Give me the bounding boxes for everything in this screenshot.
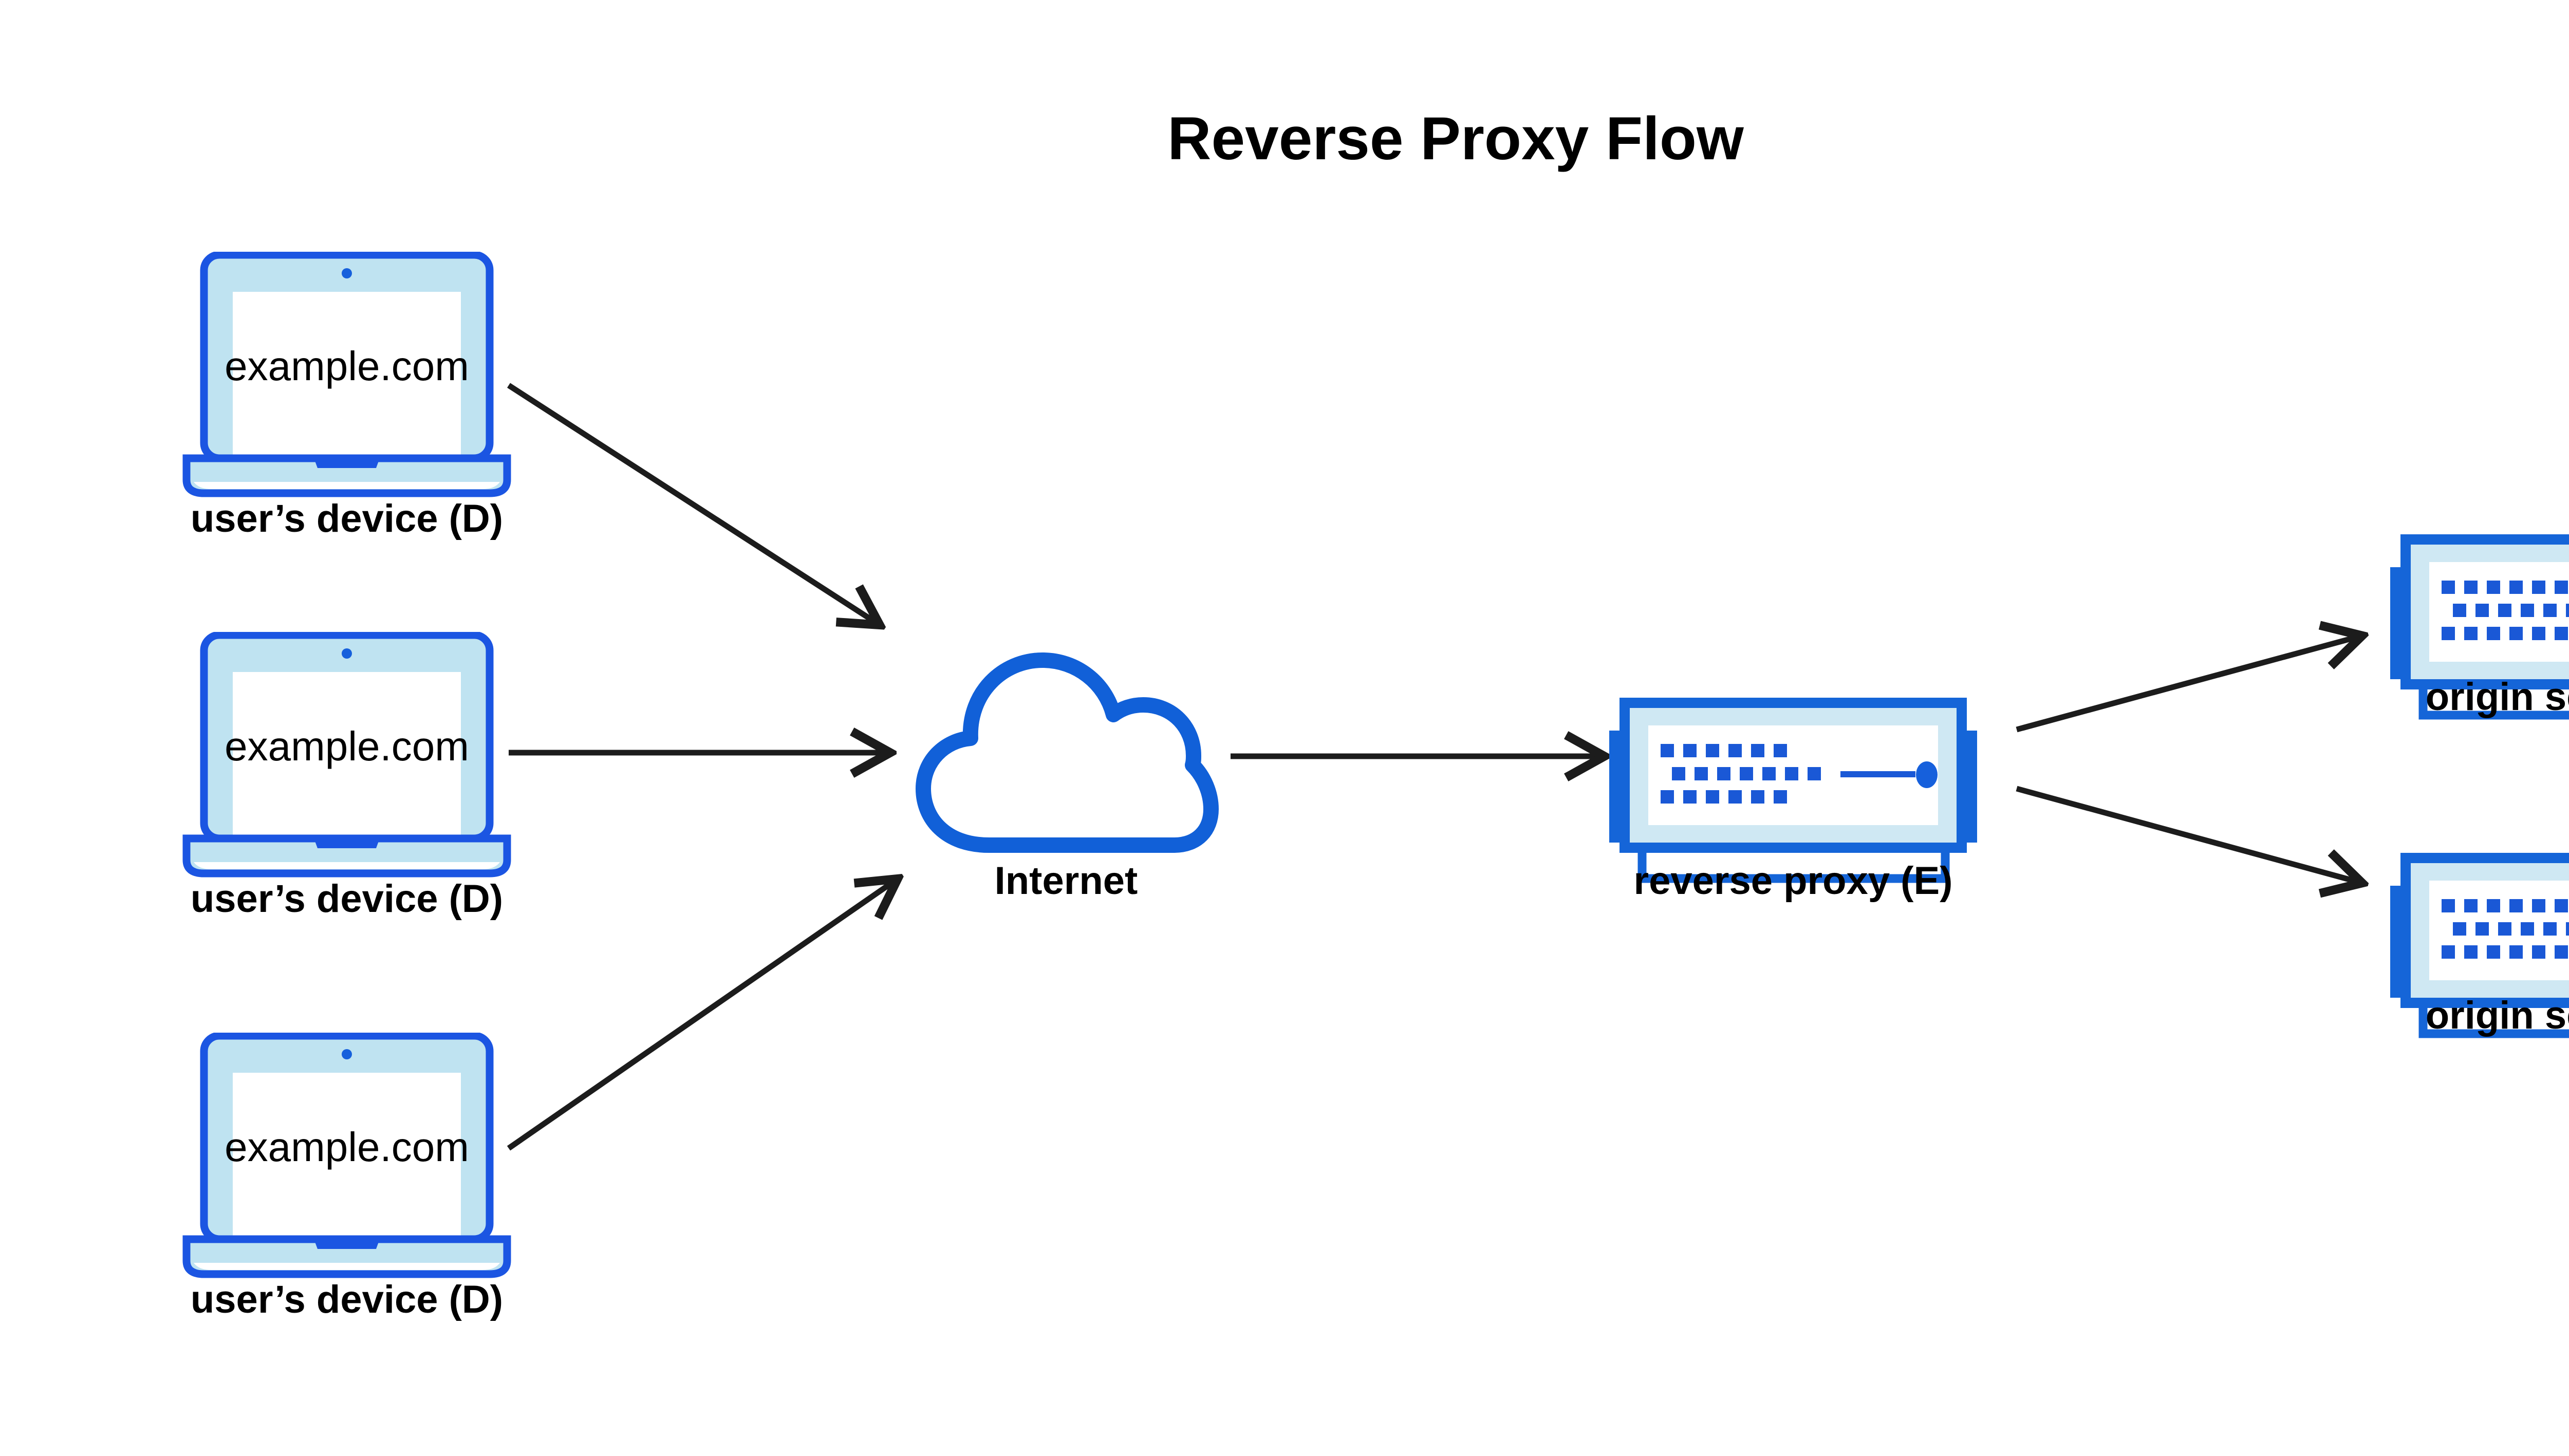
node-label-origin-top: origin server (F) [2426, 675, 2569, 719]
node-client-top[interactable]: example.com user’s device (D) [187, 255, 507, 540]
node-origin-bottom[interactable]: origin server (F) [2390, 858, 2569, 1037]
edge-client-bottom-to-internet [507, 880, 897, 1151]
node-label-origin-bottom: origin server (F) [2426, 994, 2569, 1037]
server-icon [1609, 703, 1977, 879]
node-label-client-top: user’s device (D) [191, 497, 503, 540]
node-client-bottom[interactable]: example.com user’s device (D) [187, 1036, 507, 1321]
node-label-reverse-proxy: reverse proxy (E) [1634, 859, 1953, 903]
cloud-icon [923, 660, 1211, 845]
edge-layer [507, 383, 2361, 1151]
edge-proxy-to-origin-bottom [2016, 786, 2361, 883]
edge-proxy-to-origin-top [2016, 636, 2361, 733]
node-label-client-bottom: user’s device (D) [191, 1278, 503, 1321]
edge-client-top-to-internet [507, 383, 879, 624]
laptop-screen-text: example.com [225, 1124, 469, 1170]
laptop-screen-text: example.com [225, 343, 469, 389]
node-client-middle[interactable]: example.com user’s device (D) [187, 635, 507, 921]
node-reverse-proxy[interactable]: reverse proxy (E) [1609, 703, 1977, 903]
page-title: Reverse Proxy Flow [1167, 105, 1744, 173]
node-label-client-middle: user’s device (D) [191, 877, 503, 921]
node-origin-top[interactable]: origin server (F) [2390, 539, 2569, 719]
laptop-screen-text: example.com [225, 723, 469, 769]
node-label-internet: Internet [995, 859, 1138, 903]
node-internet[interactable]: Internet [923, 660, 1211, 903]
